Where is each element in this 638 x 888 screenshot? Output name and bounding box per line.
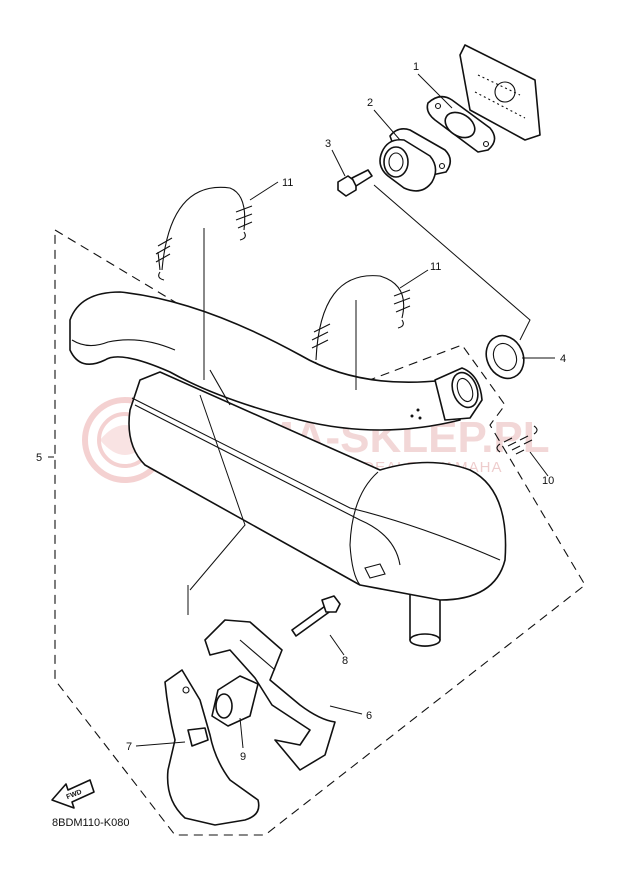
bolt-3 (337, 169, 373, 197)
callout-4: 4 (560, 353, 566, 365)
gasket-flange (426, 95, 496, 153)
forward-arrow-icon: FWD (51, 779, 95, 809)
gasket-plate-background (459, 44, 541, 141)
callout-9: 9 (240, 751, 246, 763)
callout-1: 1 (413, 61, 419, 73)
manifold-joint (379, 128, 452, 192)
spring-11-upper (155, 186, 253, 281)
callout-3: 3 (325, 138, 331, 150)
spring-10 (496, 425, 538, 455)
callout-6: 6 (366, 710, 372, 722)
bracket-6 (204, 619, 336, 771)
bolt-8 (291, 595, 341, 637)
collar-9 (211, 675, 259, 727)
diagram-code: 8BDM110-K080 (52, 817, 129, 829)
callout-8: 8 (342, 655, 348, 667)
callout-5: 5 (36, 452, 42, 464)
callout-2: 2 (367, 97, 373, 109)
callout-10: 10 (542, 475, 554, 487)
callout-11-lower: 11 (430, 261, 441, 273)
gasket-ring (485, 334, 525, 380)
muffler-assembly (69, 291, 507, 647)
spring-11-lower (311, 275, 411, 371)
callout-labels: 1 2 3 4 5 6 7 8 9 10 11 11 (36, 61, 566, 763)
callout-11-upper: 11 (282, 177, 293, 189)
bracket-7 (164, 669, 260, 826)
leader-lines (48, 73, 555, 749)
assembly-boundary (54, 229, 586, 836)
callout-7: 7 (126, 741, 132, 753)
